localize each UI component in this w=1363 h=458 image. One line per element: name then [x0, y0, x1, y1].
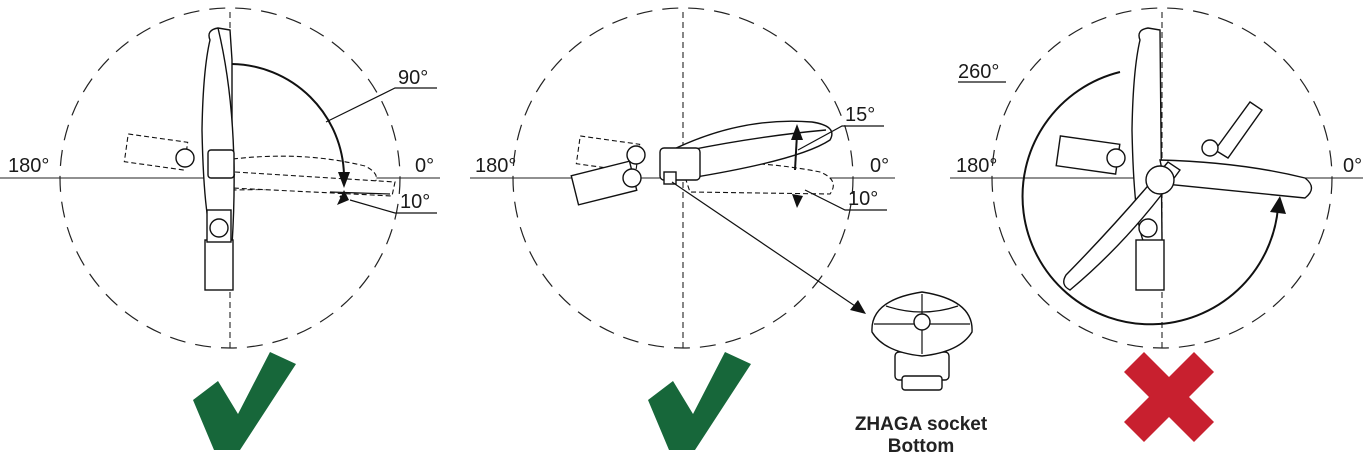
arrow-head-icon — [338, 172, 350, 188]
rotation-arc-90 — [231, 63, 345, 176]
angle-label-lower: 10° — [848, 188, 878, 210]
leader-90 — [325, 87, 437, 123]
leader-15 — [797, 125, 884, 151]
callout-title: ZHAGA socket — [855, 414, 988, 435]
luminaire-ghost — [123, 133, 396, 197]
rotation-arc-260 — [1021, 71, 1279, 326]
angle-label-upper: 260° — [958, 61, 999, 83]
zhaga-socket-icon — [871, 291, 973, 391]
callout-pointer — [671, 181, 859, 309]
callout-subtitle: Bottom — [888, 436, 954, 457]
luminaire-body — [1055, 27, 1313, 291]
angle-label-upper: 90° — [398, 67, 428, 89]
angle-label-right: 0° — [870, 155, 889, 177]
checkmark-icon — [193, 352, 296, 450]
arrow-head-icon — [850, 300, 866, 314]
arrow-head-icon — [337, 190, 349, 205]
luminaire-body — [175, 27, 235, 291]
diagram-middle: 15° 10° 0° 180° ZHAGA socket Bottom — [470, 7, 988, 457]
diagram-left: 90° 10° 0° 180° — [0, 7, 440, 450]
leader-10 — [349, 199, 437, 214]
angle-label-right: 0° — [415, 155, 434, 177]
checkmark-icon — [648, 352, 751, 450]
diagram-right: 260° 0° 180° — [950, 7, 1363, 442]
angle-label-right: 0° — [1343, 155, 1362, 177]
luminaire-body — [570, 120, 833, 206]
leader-10 — [804, 189, 887, 211]
cross-icon — [1124, 352, 1214, 442]
arrow-head-icon — [792, 194, 803, 208]
angle-label-upper: 15° — [845, 104, 875, 126]
angle-label-left: 180° — [8, 155, 49, 177]
angle-label-left: 180° — [956, 155, 997, 177]
angle-label-left: 180° — [475, 155, 516, 177]
angle-label-lower: 10° — [400, 191, 430, 213]
arrow-head-icon — [791, 124, 803, 140]
arrow-head-icon — [1270, 196, 1286, 214]
